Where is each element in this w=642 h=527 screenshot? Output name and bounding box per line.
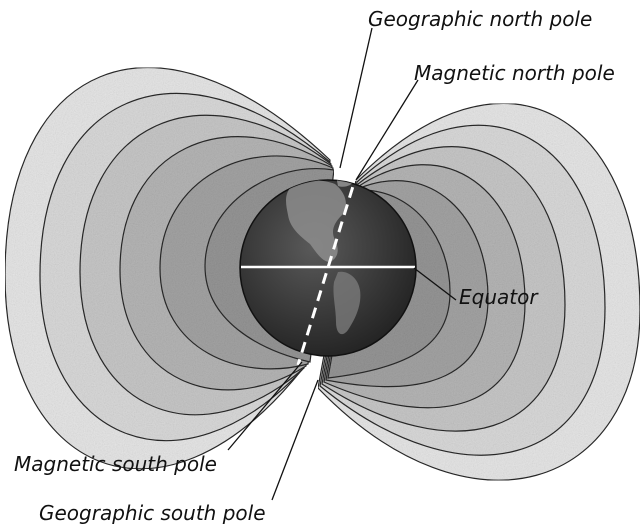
pointer-equator	[413, 267, 457, 301]
label-pointers	[227, 27, 457, 501]
pointer-magnetic-south	[227, 361, 303, 451]
label-geographic-south-pole: Geographic south pole	[39, 501, 266, 525]
earth-globe	[239, 169, 417, 366]
label-equator: Equator	[459, 285, 539, 309]
north-america-shape	[286, 180, 346, 262]
pointer-geographic-south	[271, 379, 319, 501]
south-america-shape	[333, 271, 361, 335]
label-geographic-north-pole: Geographic north pole	[368, 7, 592, 31]
pointer-geographic-north	[339, 27, 373, 169]
label-magnetic-south-pole: Magnetic south pole	[14, 452, 217, 476]
continents	[286, 180, 361, 335]
pointer-magnetic-north	[355, 79, 419, 181]
rotation-axis-line	[296, 169, 360, 366]
label-magnetic-north-pole: Magnetic north pole	[414, 61, 615, 85]
